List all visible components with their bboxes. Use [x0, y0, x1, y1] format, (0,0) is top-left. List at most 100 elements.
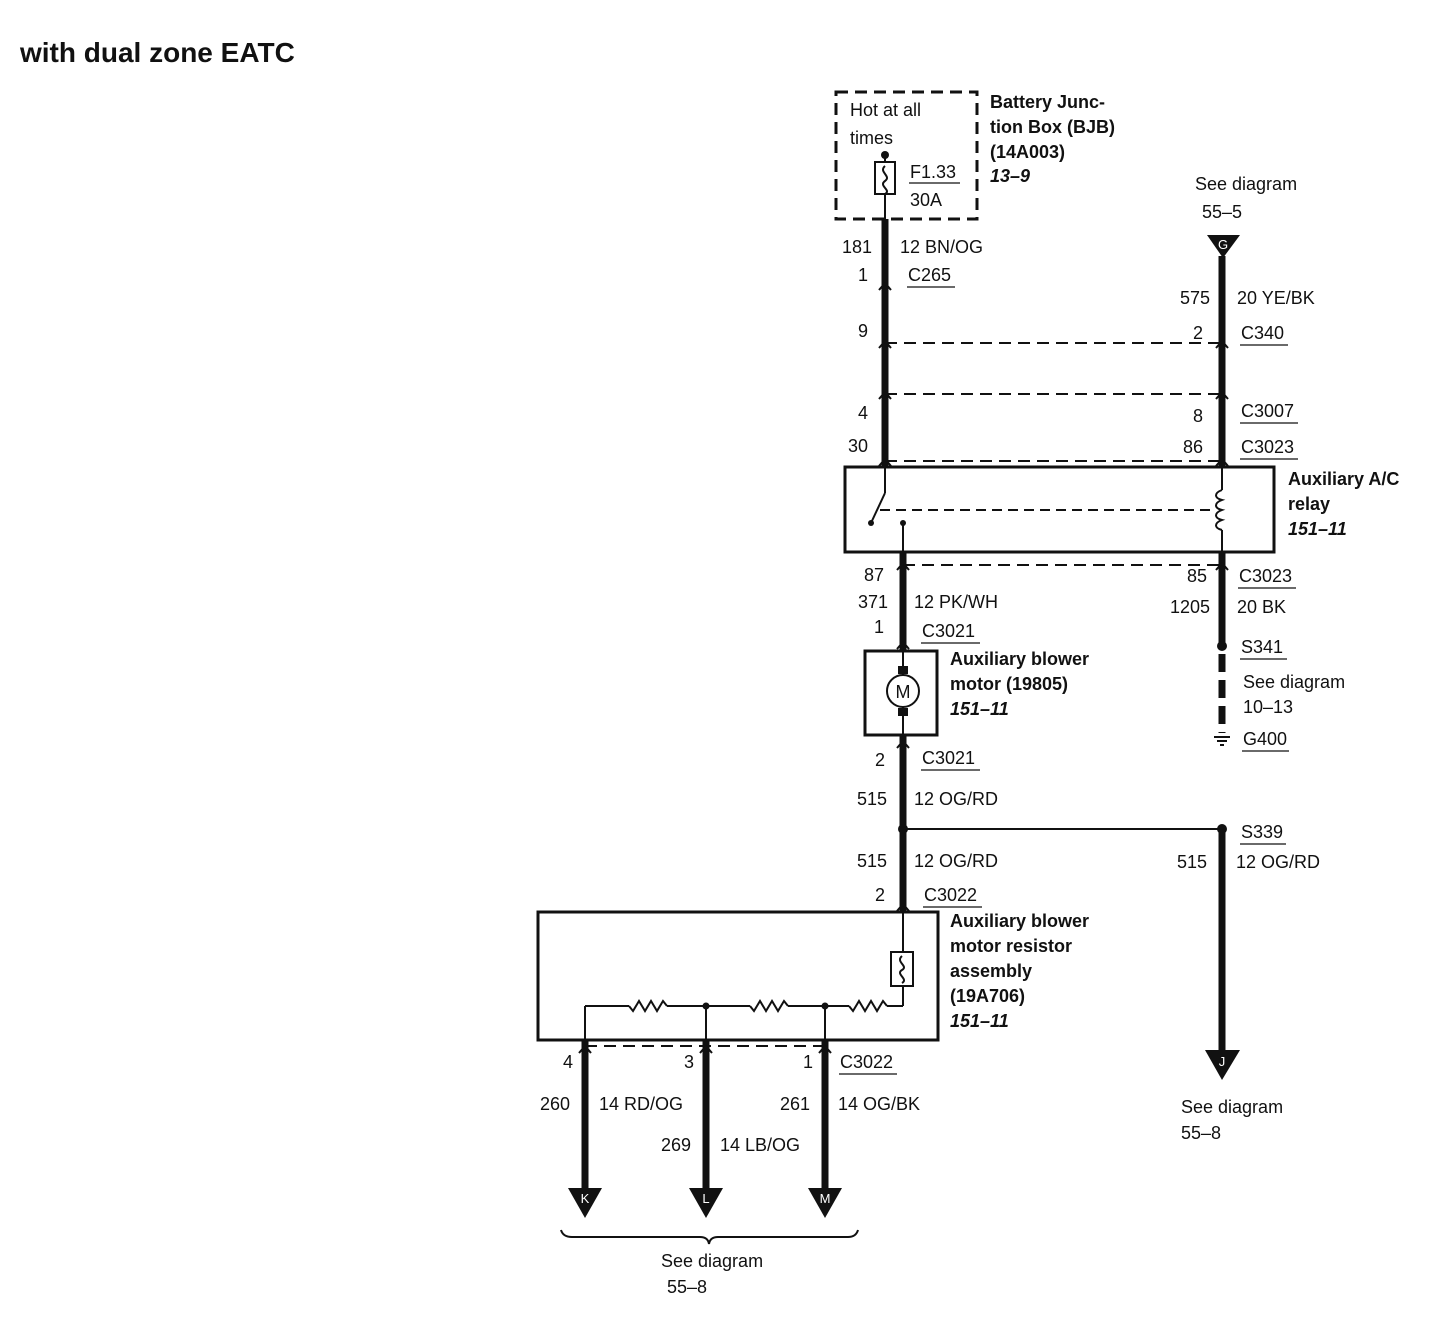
wire-515-c-spec: 12 OG/RD: [1236, 852, 1320, 872]
relay-ref: 151–11: [1288, 519, 1347, 539]
fuse-label: F1.33: [910, 162, 956, 182]
relay-switch-icon: [870, 492, 886, 524]
c3021-bottom-label: C3021: [922, 748, 975, 768]
bjb-hot-line-1: Hot at all: [850, 100, 921, 120]
resistor-box: [536, 910, 940, 1042]
wire-260-spec: 14 RD/OG: [599, 1094, 683, 1114]
auxiliary-ac-relay: Auxiliary A/C relay 151–11: [843, 465, 1399, 554]
c3022-top-pin: 2: [875, 885, 885, 905]
ref-bottom-see: See diagram: [661, 1251, 763, 1271]
auxiliary-blower-motor: M Auxiliary blower motor (19805) 151–11: [863, 649, 1089, 737]
bjb-name-line-3: (14A003): [990, 142, 1065, 162]
c3023-bottom-label: C3023: [1239, 566, 1292, 586]
c340-label: C340: [1241, 323, 1284, 343]
connector-j-icon: [1205, 1050, 1240, 1080]
motor-name-line-1: Auxiliary blower: [950, 649, 1089, 669]
connector-k-letter: K: [581, 1191, 590, 1206]
wire-515-b-spec: 12 OG/RD: [914, 851, 998, 871]
resistor-icon-1: [628, 999, 668, 1013]
group-bracket: [560, 1229, 859, 1245]
c340-pin-right: 2: [1193, 323, 1203, 343]
wire-261-spec: 14 OG/BK: [838, 1094, 920, 1114]
wire-515-a-spec: 12 OG/RD: [914, 789, 998, 809]
wire-269-spec: 14 LB/OG: [720, 1135, 800, 1155]
blower-motor-resistor-assembly: Auxiliary blower motor resistor assembly…: [536, 910, 1089, 1042]
wire-515-a-circuit: 515: [857, 789, 887, 809]
c3023-bottom-pin-left: 87: [864, 565, 884, 585]
g400-label: G400: [1243, 729, 1287, 749]
connector-m-icon: [808, 1188, 842, 1218]
ref-j-page: 55–8: [1181, 1123, 1221, 1143]
c265-label: C265: [908, 265, 951, 285]
c265-connector-icon: [878, 281, 892, 291]
wire-181-circuit: 181: [842, 237, 872, 257]
bjb-name-line-1: Battery Junc-: [990, 92, 1105, 112]
c3022-pin-4: 4: [563, 1052, 573, 1072]
c3007-pin-right: 8: [1193, 406, 1203, 426]
s341-splice-icon: [1217, 641, 1227, 651]
ref-j: J See diagram 55–8: [1181, 1050, 1283, 1143]
ref-bottom-page: 55–8: [667, 1277, 707, 1297]
wire-260-circuit: 260: [540, 1094, 570, 1114]
c3007-label: C3007: [1241, 401, 1294, 421]
connector-k-icon: [568, 1188, 602, 1218]
c3021-top-label: C3021: [922, 621, 975, 641]
wire-371-circuit: 371: [858, 592, 888, 612]
connector-j-letter: J: [1219, 1054, 1226, 1069]
connector-g-letter: G: [1218, 237, 1228, 252]
connector-g-icon: [1207, 235, 1240, 258]
relay-name-line-2: relay: [1288, 494, 1330, 514]
battery-junction-box: Hot at all times F1.33 30A Battery Junc-…: [834, 90, 1115, 221]
wire-371-spec: 12 PK/WH: [914, 592, 998, 612]
c3023-top-pin-left: 30: [848, 436, 868, 456]
c3023-top-label: C3023: [1241, 437, 1294, 457]
ground-icon: [1214, 736, 1230, 746]
s339-label: S339: [1241, 822, 1283, 842]
relay-box: [843, 465, 1276, 554]
wire-181-spec: 12 BN/OG: [900, 237, 983, 257]
fuse-rating: 30A: [910, 190, 942, 210]
resistor-name-line-3: assembly: [950, 961, 1032, 981]
c3007-pin-left: 4: [858, 403, 868, 423]
ref-j-see: See diagram: [1181, 1097, 1283, 1117]
diagram-title: with dual zone EATC: [19, 37, 295, 68]
wire-269-circuit: 269: [661, 1135, 691, 1155]
bjb-name-line-2: tion Box (BJB): [990, 117, 1115, 137]
c265-pin: 1: [858, 265, 868, 285]
wire-515-b-circuit: 515: [857, 851, 887, 871]
c3022-pin-3: 3: [684, 1052, 694, 1072]
connector-l-icon: [689, 1188, 723, 1218]
resistor-ref: 151–11: [950, 1011, 1009, 1031]
ref-g: See diagram 55–5 G: [1195, 174, 1297, 258]
ref-g-see: See diagram: [1195, 174, 1297, 194]
c340-pin-left: 9: [858, 321, 868, 341]
wire-261-circuit: 261: [780, 1094, 810, 1114]
c3022-bottom-label: C3022: [840, 1052, 893, 1072]
motor-ref: 151–11: [950, 699, 1009, 719]
motor-icon: [886, 674, 920, 708]
c3023-bottom-pin-right: 85: [1187, 566, 1207, 586]
wire-1205-spec: 20 BK: [1237, 597, 1286, 617]
resistor-name-line-2: motor resistor: [950, 936, 1072, 956]
c3021-bottom-pin: 2: [875, 750, 885, 770]
resistor-icon-3: [848, 999, 888, 1013]
wire-1205-circuit: 1205: [1170, 597, 1210, 617]
ground-see: See diagram: [1243, 672, 1345, 692]
ground-page: 10–13: [1243, 697, 1293, 717]
connector-l-letter: L: [702, 1191, 709, 1206]
resistor-icon-2: [749, 999, 789, 1013]
motor-symbol: M: [896, 682, 911, 702]
resistor-name-line-1: Auxiliary blower: [950, 911, 1089, 931]
bjb-ref: 13–9: [990, 166, 1030, 186]
resistor-name-line-4: (19A706): [950, 986, 1025, 1006]
relay-coil-icon: [1215, 489, 1226, 531]
ref-g-page: 55–5: [1202, 202, 1242, 222]
wire-575-spec: 20 YE/BK: [1237, 288, 1315, 308]
wire-575-circuit: 575: [1180, 288, 1210, 308]
bjb-hot-line-2: times: [850, 128, 893, 148]
wire-515-c-circuit: 515: [1177, 852, 1207, 872]
c3023-top-pin-right: 86: [1183, 437, 1203, 457]
motor-name-line-2: motor (19805): [950, 674, 1068, 694]
relay-name-line-1: Auxiliary A/C: [1288, 469, 1399, 489]
